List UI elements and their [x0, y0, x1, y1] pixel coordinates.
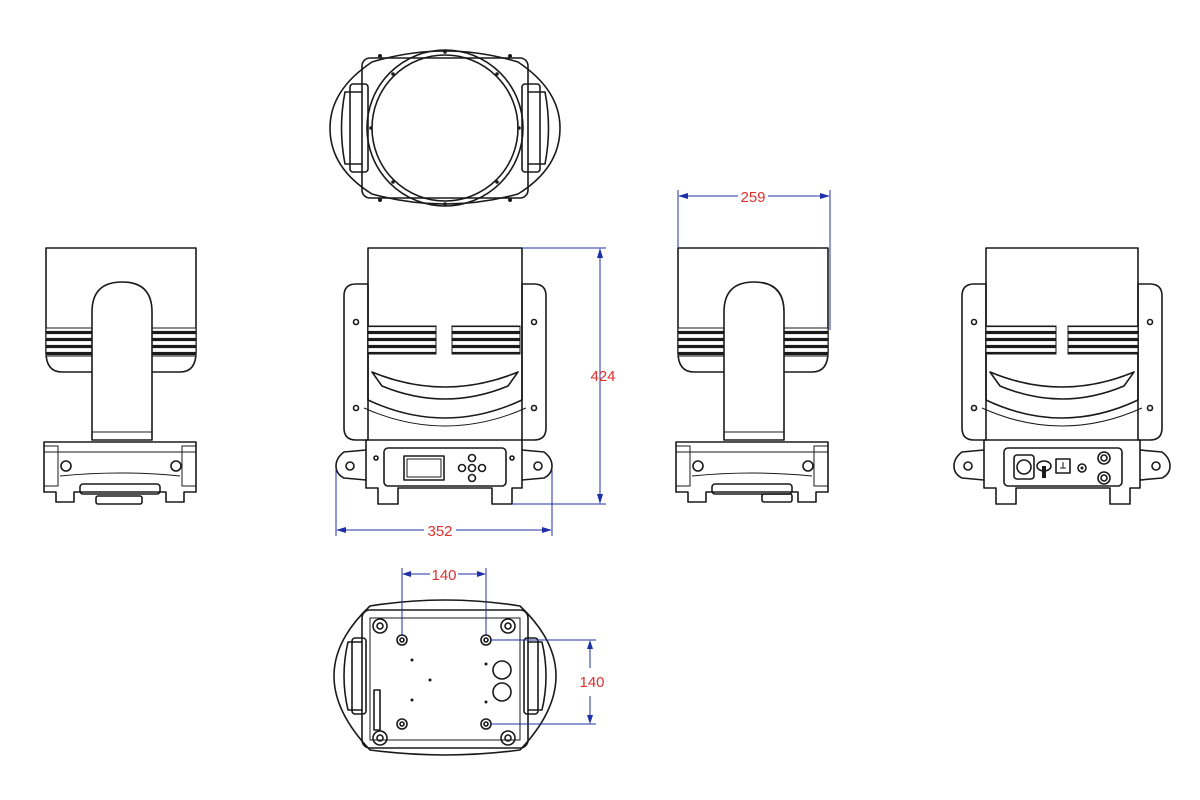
dimension-depth: 259 [677, 189, 831, 330]
side-view-right [675, 247, 829, 503]
dimension-foot-spacing-y: 140 [490, 639, 605, 725]
depth-label: 259 [740, 189, 765, 206]
height-label: 424 [590, 368, 615, 385]
front-view [335, 247, 553, 505]
dimension-height: 424 [512, 247, 616, 505]
dimension-foot-spacing-x: 140 [401, 567, 487, 636]
bottom-view [333, 599, 557, 756]
foot-spacing-x-label: 140 [431, 567, 456, 584]
width-label: 352 [427, 523, 452, 540]
side-view-left [43, 247, 197, 505]
top-view [329, 49, 561, 207]
dimension-width: 352 [335, 470, 553, 540]
foot-spacing-y-label: 140 [579, 674, 604, 691]
rear-view [953, 247, 1171, 505]
